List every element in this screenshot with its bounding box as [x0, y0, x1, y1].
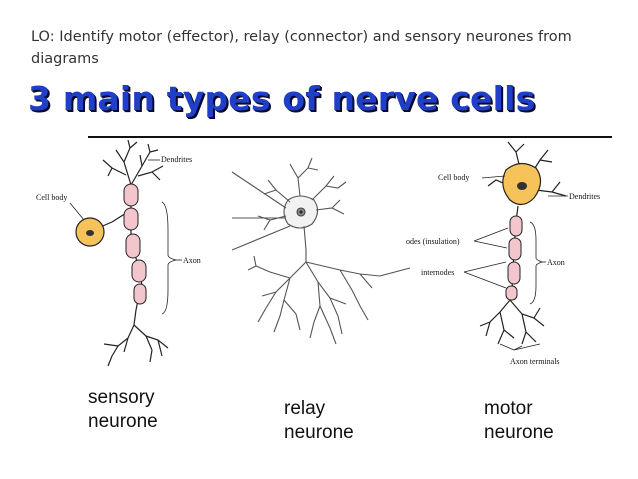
motor-axon-label: Axon	[547, 258, 565, 267]
motor-cell-body	[502, 162, 542, 206]
motor-nodes-label: odes (insulation)	[406, 237, 460, 246]
relay-label-line1: relay	[284, 398, 326, 419]
sensory-neurone-label: sensory neurone	[88, 386, 158, 434]
motor-internodes-label: internodes	[421, 268, 454, 277]
sensory-label-line1: sensory	[88, 387, 155, 408]
title-divider	[88, 136, 612, 138]
motor-dendrites-label: Dendrites	[569, 192, 600, 201]
sensory-cell-body-label: Cell body	[36, 193, 67, 202]
slide-title: 3 main types of nerve cells	[28, 79, 536, 118]
motor-label-line1: motor	[484, 398, 533, 419]
motor-terminals-label: Axon terminals	[510, 357, 560, 366]
sensory-myelin-sheath	[123, 183, 147, 305]
sensory-cell-body	[75, 217, 105, 247]
sensory-label-line2: neurone	[88, 411, 158, 432]
motor-myelin-sheath	[505, 215, 523, 301]
relay-neurone-label: relay neurone	[284, 397, 354, 445]
learning-objective: LO: Identify motor (effector), relay (co…	[31, 29, 572, 67]
relay-neurone-drawing	[231, 157, 411, 345]
motor-label-line2: neurone	[484, 422, 554, 443]
motor-neurone-label: motor neurone	[484, 397, 554, 445]
sensory-axon-label: Axon	[183, 256, 201, 265]
motor-cell-body-label: Cell body	[438, 173, 469, 182]
sensory-dendrites-label: Dendrites	[161, 155, 192, 164]
relay-label-line2: neurone	[284, 422, 354, 443]
